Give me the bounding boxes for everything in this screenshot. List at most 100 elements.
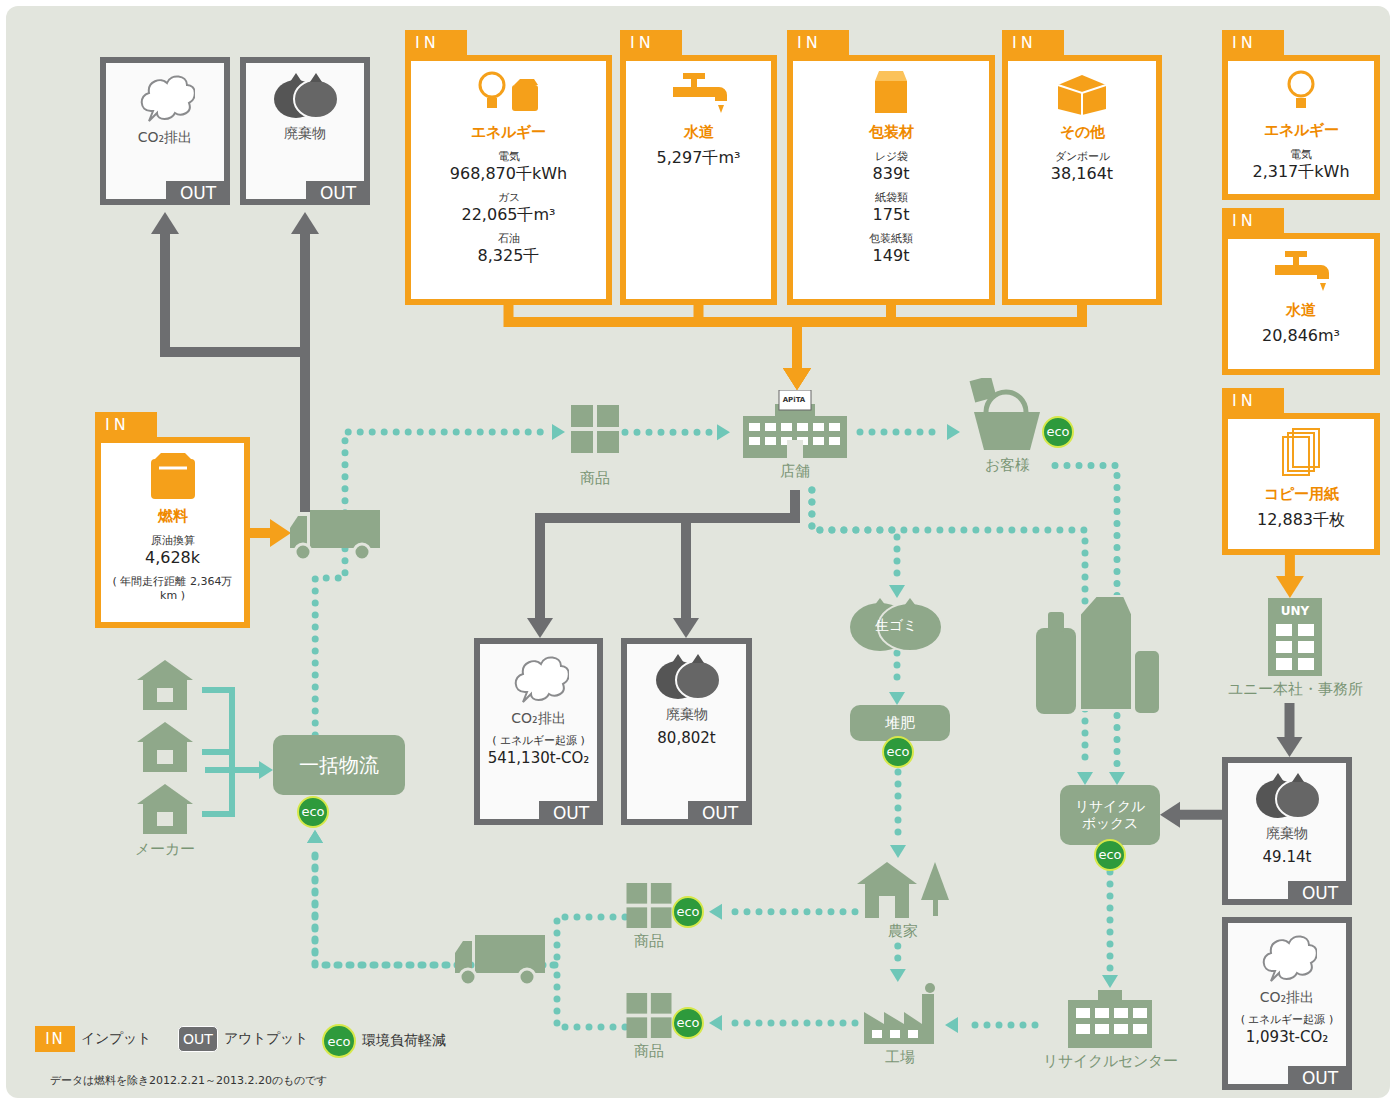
bags-icon (652, 652, 722, 700)
bulb-icon-part (1296, 98, 1306, 108)
basket-icon-part (974, 412, 1040, 450)
goods-icon-part (651, 993, 672, 1014)
icon-node: 農家 (855, 858, 950, 946)
bulb-icon (1286, 69, 1316, 113)
building-icon-part (1298, 624, 1314, 636)
houses-icon-part (157, 750, 173, 764)
faucet-icon-part (1293, 255, 1299, 265)
icon-node: 工場 (855, 982, 945, 1077)
node-text: 水道 (1286, 301, 1316, 320)
arrow-head (947, 424, 960, 440)
store-icon-part (749, 437, 760, 445)
farm-icon-part (933, 900, 938, 916)
flow-connector (1102, 872, 1118, 988)
tab-label: OUT (539, 801, 603, 825)
arrow-head (889, 585, 905, 598)
node-text: 1,093t-CO₂ (1246, 1027, 1329, 1047)
goods-icon-part (651, 1017, 672, 1038)
center-icon-part (1114, 1024, 1128, 1034)
paper-icon-part (1283, 429, 1319, 475)
legend-swatch: IN (35, 1026, 75, 1052)
store-icon-part (743, 416, 847, 458)
fuel-arrow-part (270, 519, 291, 547)
box-body: 廃棄物80,802t (627, 644, 746, 819)
input-box: INエネルギー電気2,317千kWh (1222, 55, 1380, 200)
connector-line (1285, 555, 1295, 577)
paper-icon (1279, 427, 1323, 477)
arrow-head (889, 692, 905, 705)
output-box: CO₂排出( エネルギー起源 )1,093t-CO₂OUT (1222, 917, 1352, 1090)
recyclables-bottles-part (1134, 650, 1160, 714)
node-text: CO₂排出 (138, 129, 192, 147)
factory-icon-part (925, 983, 935, 993)
center-icon-part (1095, 1008, 1109, 1018)
connector-line (812, 490, 1085, 766)
node-text: 廃棄物 (1266, 825, 1308, 843)
truck-bottom (455, 935, 545, 985)
bulb-icon-part (1289, 72, 1313, 96)
flow-connector (783, 305, 1082, 390)
legend-text: 環境負荷軽減 (362, 1032, 446, 1050)
bags-icon (270, 71, 340, 119)
flow-connector (890, 772, 906, 858)
bulbcan-icon-part (514, 79, 538, 85)
eco-badge: eco (672, 896, 704, 928)
legend-item: eco環境負荷軽減 (322, 1024, 446, 1058)
center-icon-part (1076, 1024, 1090, 1034)
garbage-bag-shape-part (874, 598, 916, 606)
flow-connector (860, 424, 960, 440)
arrow-head (1277, 737, 1303, 757)
flow-connector (527, 490, 795, 638)
faucet-icon-part (1275, 265, 1329, 279)
truck-bottom-part (475, 935, 545, 973)
node-text: 20,846m³ (1262, 326, 1340, 347)
store-icon-part (829, 437, 840, 445)
box-body: 廃棄物 (246, 63, 364, 199)
node-text: ( エネルギー起源 ) (492, 734, 585, 748)
connector-line (625, 429, 711, 436)
node-text: 商品 (580, 469, 610, 488)
legend-item: OUTアウトプット (178, 1026, 308, 1052)
farm-icon-part (865, 884, 909, 918)
center-icon-part (1068, 1000, 1152, 1048)
node-text: 水道 (684, 123, 714, 142)
fuel-arrow (250, 519, 291, 547)
flow-connector (812, 490, 1093, 785)
flow-connector (1277, 703, 1303, 757)
node-text: 農家 (888, 922, 918, 941)
garbage-bag-node: 生ゴミ (848, 598, 944, 653)
connector-line (540, 490, 795, 619)
node-text: 店舗 (780, 462, 810, 481)
node-text: 生ゴミ (875, 617, 917, 635)
icon-node: お客様 (960, 378, 1055, 490)
box-icon-part (1058, 75, 1106, 115)
bulbcan-icon-part (487, 98, 497, 108)
bag-icon-part (875, 71, 907, 81)
houses-icon-part (157, 688, 173, 702)
legend-item: INインプット (35, 1026, 151, 1052)
connector-line (812, 490, 897, 579)
node-text: リサイクルセンター (1043, 1052, 1178, 1071)
node-text: 4,628k (145, 548, 200, 569)
goods-icon-part (627, 883, 648, 904)
basket-icon (966, 378, 1050, 452)
box-body: CO₂排出 (106, 63, 224, 199)
node-text: 49.14t (1263, 847, 1312, 867)
box-body: 廃棄物 49.14t (1228, 763, 1346, 899)
arrow-head (709, 1015, 722, 1031)
store-icon-part (813, 437, 824, 445)
bulbcan-icon (474, 69, 544, 115)
flow-connector (889, 653, 905, 705)
connector-line (509, 305, 798, 369)
connector-line (895, 772, 902, 839)
bags-icon-part (294, 80, 338, 118)
icon-node: 商品 (565, 405, 625, 493)
tab-label: OUT (166, 181, 230, 205)
input-box: INコピー用紙12,883千枚 (1222, 413, 1380, 555)
icon-node: メーカー (125, 660, 205, 880)
node-text: 包装紙類 (869, 232, 913, 246)
center-icon-part (1095, 1024, 1109, 1034)
bags-icon-part (1272, 773, 1304, 782)
goods-icon-part (627, 993, 648, 1014)
